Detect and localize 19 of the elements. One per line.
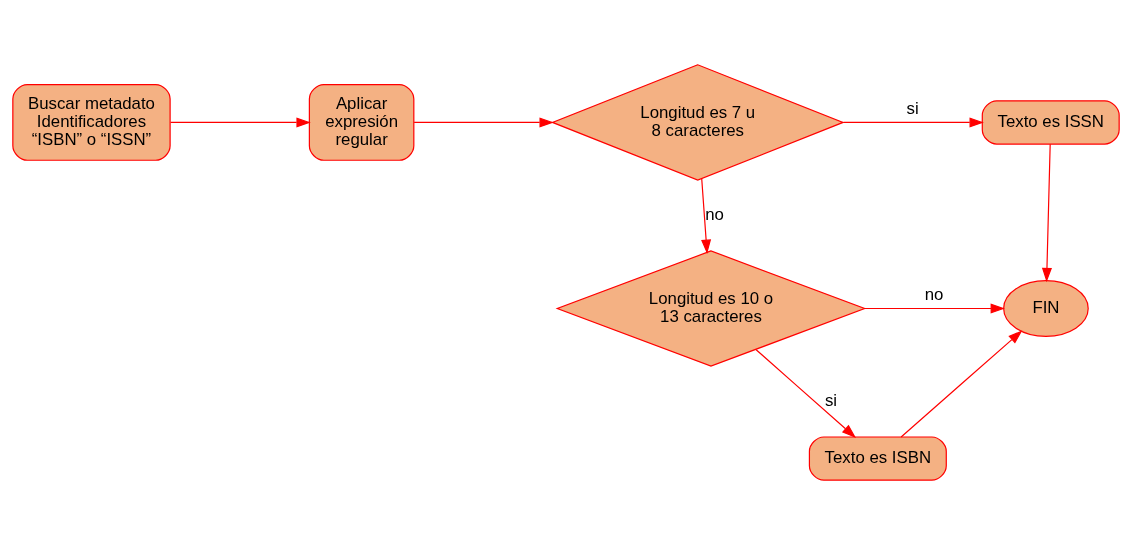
edge-label: si <box>906 99 919 119</box>
arrow <box>900 330 1023 438</box>
arrow <box>1041 143 1052 283</box>
node-diamond: Longitud es 10 o 13 caracteres <box>555 250 867 367</box>
edge-label: no <box>705 204 724 224</box>
arrow <box>842 117 984 128</box>
arrow <box>170 117 311 128</box>
node-ellipse: FIN <box>1003 280 1089 337</box>
node-box: Aplicar expresión regular <box>308 84 415 161</box>
node-box: Texto es ISSN <box>981 100 1120 145</box>
arrow <box>701 178 712 255</box>
edge-label: si <box>824 391 838 410</box>
node-box: Texto es ISBN <box>808 436 947 481</box>
node-diamond: Longitud es 7 u 8 caracteres <box>550 64 845 181</box>
arrow <box>413 117 554 128</box>
node-box: Buscar metadato Identificadores “ISBN” o “ISSN” <box>12 84 171 161</box>
arrow <box>864 303 1006 314</box>
arrow <box>755 349 857 439</box>
edge-label: no <box>924 285 944 305</box>
